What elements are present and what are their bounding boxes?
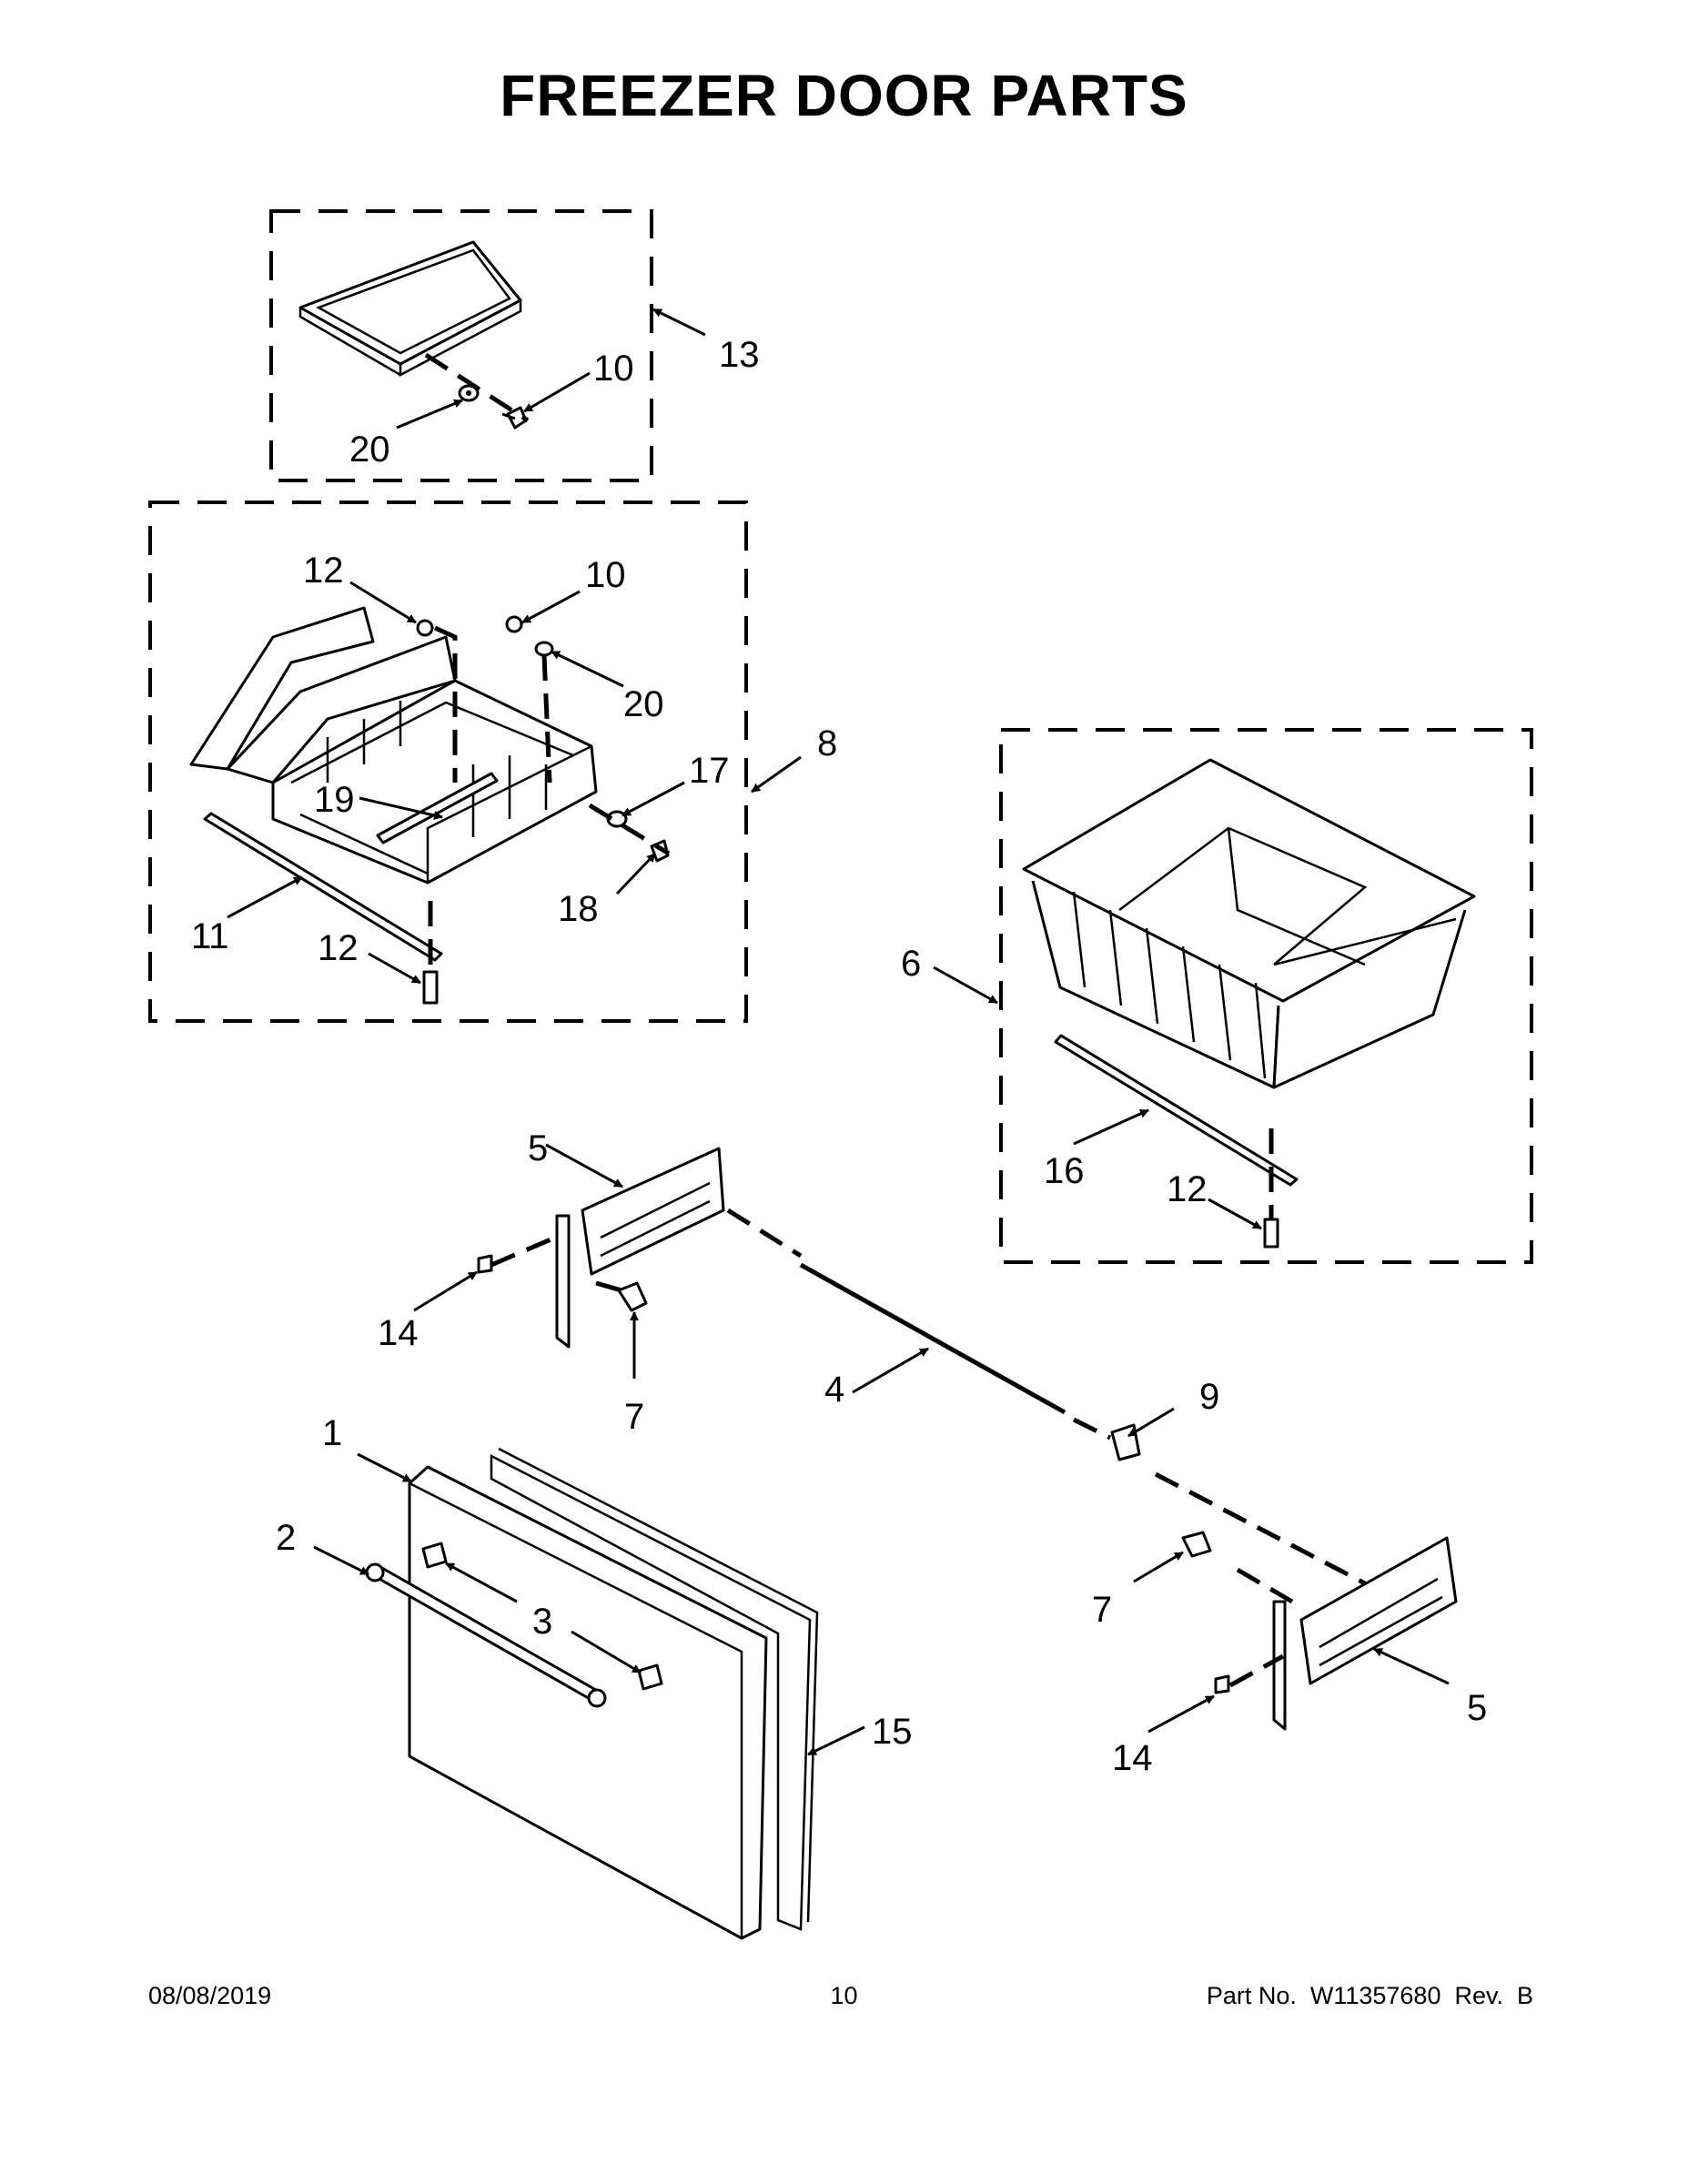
- callout-1: 1: [322, 1413, 342, 1453]
- slide-rail-right-5: [1272, 1536, 1458, 1731]
- basket-slide-rail-19: [376, 772, 499, 844]
- callout-7-left: 7: [624, 1397, 644, 1437]
- callout-5-right: 5: [1467, 1688, 1487, 1728]
- page-title: FREEZER DOOR PARTS: [500, 63, 1188, 128]
- callout-4: 4: [824, 1370, 844, 1410]
- callout-17: 17: [689, 751, 730, 791]
- callout-18: 18: [558, 889, 599, 929]
- callout-3: 3: [532, 1602, 552, 1642]
- callout-14-right: 14: [1112, 1738, 1153, 1778]
- screw-12-a: [416, 619, 434, 637]
- basket-rail-16: [1054, 1034, 1299, 1187]
- footer-date: 08/08/2019: [148, 1982, 272, 2009]
- callout-2: 2: [276, 1518, 296, 1558]
- group-box-6: [999, 728, 1533, 1264]
- lower-freezer-basket: [1022, 758, 1476, 1089]
- basket-rail-11: [203, 812, 443, 962]
- screw-7-left: [617, 1281, 648, 1312]
- screw-12-b: [422, 970, 439, 1005]
- callout-12-basket-upper: 12: [303, 551, 344, 591]
- washer-20-b: [534, 641, 554, 657]
- door-gasket-15: [490, 1447, 819, 1931]
- clip-14-left: [477, 1254, 493, 1274]
- callout-7-right: 7: [1092, 1590, 1112, 1630]
- group-box-8: [148, 500, 748, 1023]
- callout-10-basket: 10: [585, 555, 626, 595]
- footer-part-number: Part No. W11357680 Rev. B: [1206, 1982, 1533, 2009]
- slide-rail-left-5: [555, 1147, 725, 1349]
- callout-6: 6: [901, 944, 921, 984]
- callout-19: 19: [314, 780, 355, 820]
- door-handle-2: [365, 1562, 607, 1708]
- callout-11: 11: [191, 916, 229, 956]
- upper-freezer-basket: [189, 606, 598, 885]
- screw-7-right: [1181, 1531, 1212, 1558]
- group-box-13: [269, 209, 653, 482]
- freezer-shelf: [298, 240, 522, 378]
- mounting-stud-3-upper: [421, 1542, 448, 1569]
- callout-16: 16: [1044, 1151, 1085, 1191]
- screw-10-b: [505, 615, 523, 633]
- clip-14-right: [1214, 1674, 1230, 1694]
- washer-20-top: [458, 384, 480, 402]
- callout-10-shelf: 10: [593, 349, 634, 389]
- mounting-stud-3-lower: [637, 1663, 663, 1691]
- callout-12-basket-lower: 12: [318, 928, 359, 968]
- bushing-9: [1110, 1423, 1141, 1461]
- callout-14-left: 14: [378, 1313, 419, 1353]
- callout-15: 15: [872, 1712, 913, 1752]
- callout-20-basket: 20: [623, 684, 664, 724]
- callout-13: 13: [719, 335, 760, 375]
- callout-12-lower-basket: 12: [1167, 1169, 1208, 1209]
- callout-5-left: 5: [528, 1128, 548, 1168]
- connector-rod-4: [799, 1262, 1066, 1415]
- callout-20-shelf: 20: [349, 430, 390, 470]
- callout-8: 8: [817, 723, 837, 763]
- freezer-door-1: [408, 1465, 768, 1940]
- callout-9: 9: [1199, 1377, 1219, 1417]
- screw-12-c: [1263, 1218, 1279, 1249]
- footer-page-number: 10: [830, 1982, 858, 2009]
